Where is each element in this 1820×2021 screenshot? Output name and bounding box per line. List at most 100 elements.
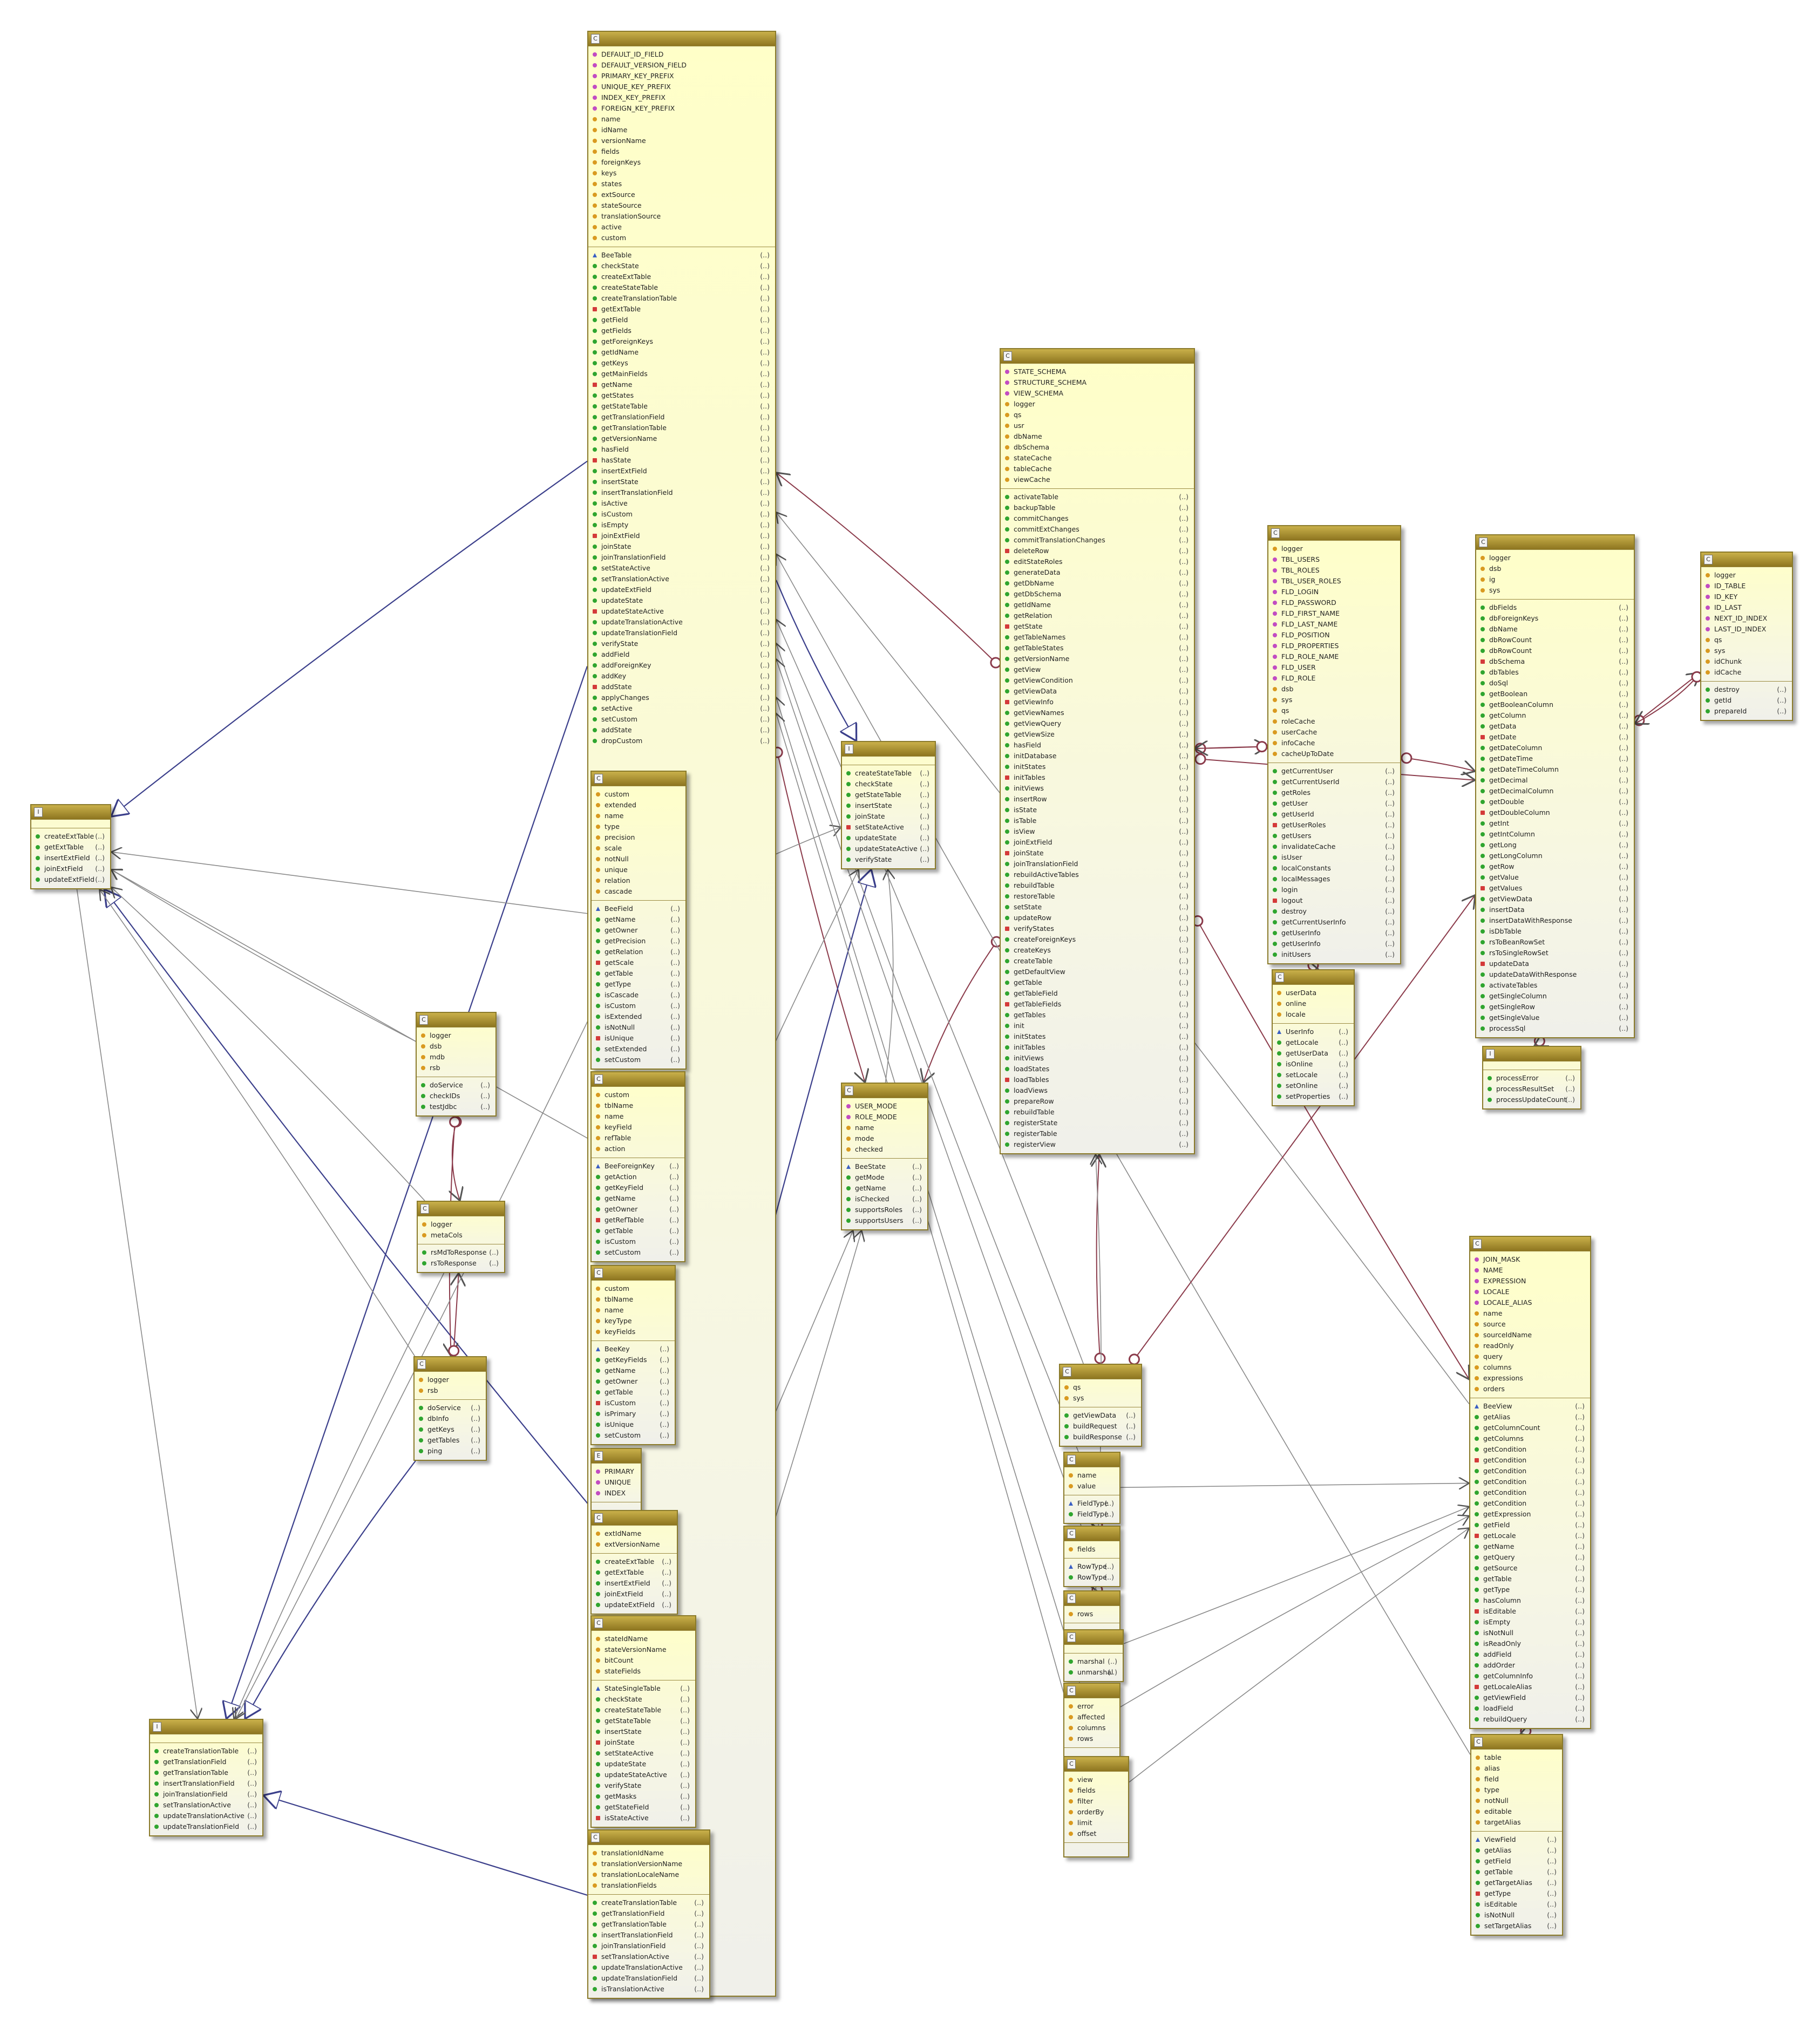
class-box-metadatabean[interactable]: loggerrsbdoService(..)dbInfo(..)getKeys(… bbox=[413, 1356, 487, 1461]
method-row[interactable]: createTranslationTable(..) bbox=[588, 1897, 709, 1908]
method-row[interactable]: getTable(..) bbox=[592, 1387, 675, 1398]
method-row[interactable]: rebuildActiveTables(..) bbox=[1001, 869, 1194, 880]
method-row[interactable]: insertState(..) bbox=[588, 477, 775, 487]
method-row[interactable]: getViewQuery(..) bbox=[1001, 718, 1194, 729]
method-row[interactable]: checkState(..) bbox=[842, 779, 935, 790]
method-row[interactable]: getField(..) bbox=[1471, 1856, 1562, 1867]
method-row[interactable]: insertExtField(..) bbox=[588, 466, 775, 477]
method-row[interactable]: processResultSet(..) bbox=[1483, 1084, 1580, 1094]
method-row[interactable]: applyChanges(..) bbox=[588, 692, 775, 703]
method-row[interactable]: getTable(..) bbox=[592, 1226, 684, 1236]
method-row[interactable]: getId(..) bbox=[1701, 695, 1792, 706]
method-row[interactable]: setProperties(..) bbox=[1273, 1091, 1354, 1102]
method-row[interactable]: isCascade(..) bbox=[592, 990, 685, 1001]
method-row[interactable]: getCurrentUserId(..) bbox=[1268, 777, 1400, 787]
method-row[interactable]: login(..) bbox=[1268, 884, 1400, 895]
class-box-sqlhandler[interactable]: processError(..)processResultSet(..)proc… bbox=[1482, 1046, 1581, 1110]
method-row[interactable]: isCustom(..) bbox=[588, 509, 775, 520]
method-row[interactable]: dbName(..) bbox=[1476, 624, 1634, 635]
method-row[interactable]: isUnique(..) bbox=[592, 1033, 685, 1044]
method-row[interactable]: insertState(..) bbox=[592, 1726, 695, 1737]
method-row[interactable]: getKeyFields(..) bbox=[592, 1355, 675, 1365]
class-box-statesingletable[interactable]: stateIdNamestateVersionNamebitCountstate… bbox=[590, 1615, 696, 1828]
method-row[interactable]: getName(..) bbox=[592, 914, 685, 925]
method-row[interactable]: createStateTable(..) bbox=[588, 282, 775, 293]
method-row[interactable]: updateStateActive(..) bbox=[842, 843, 935, 854]
method-row[interactable]: getOwner(..) bbox=[592, 925, 685, 936]
method-row[interactable]: checkState(..) bbox=[588, 261, 775, 271]
method-row[interactable]: updateState(..) bbox=[588, 595, 775, 606]
method-row[interactable]: getPrecision(..) bbox=[592, 936, 685, 947]
method-row[interactable]: getTranslationTable(..) bbox=[150, 1767, 262, 1778]
method-row[interactable]: getCondition(..) bbox=[1470, 1455, 1590, 1466]
method-row[interactable]: checkState(..) bbox=[592, 1694, 695, 1705]
method-row[interactable]: isEditable(..) bbox=[1470, 1606, 1590, 1617]
method-row[interactable]: createTable(..) bbox=[1001, 956, 1194, 967]
method-row[interactable]: getName(..) bbox=[842, 1183, 927, 1194]
method-row[interactable]: processUpdateCount(..) bbox=[1483, 1094, 1580, 1105]
method-row[interactable]: updateTranslationActive(..) bbox=[150, 1811, 262, 1821]
class-box-beekey[interactable]: customtblNamenamekeyTypekeyFieldsBeeKey(… bbox=[590, 1265, 676, 1445]
method-row[interactable]: getDoubleColumn(..) bbox=[1476, 807, 1634, 818]
method-row[interactable]: dbSchema(..) bbox=[1476, 656, 1634, 667]
method-row[interactable]: getType(..) bbox=[1470, 1584, 1590, 1595]
method-row[interactable]: BeeForeignKey(..) bbox=[592, 1161, 684, 1172]
class-box-hasextfields[interactable]: createExtTable(..)getExtTable(..)insertE… bbox=[30, 804, 111, 889]
method-row[interactable]: setCustom(..) bbox=[592, 1247, 684, 1258]
method-row[interactable]: generateData(..) bbox=[1001, 567, 1194, 578]
method-row[interactable]: getBooleanColumn(..) bbox=[1476, 699, 1634, 710]
method-row[interactable]: isCustom(..) bbox=[592, 1236, 684, 1247]
method-row[interactable]: createExtTable(..) bbox=[31, 831, 110, 842]
method-row[interactable]: addField(..) bbox=[588, 649, 775, 660]
method-row[interactable]: getField(..) bbox=[588, 315, 775, 325]
method-row[interactable]: addField(..) bbox=[1470, 1649, 1590, 1660]
method-row[interactable]: getViewSize(..) bbox=[1001, 729, 1194, 740]
method-row[interactable]: getCurrentUserInfo(..) bbox=[1268, 917, 1400, 928]
method-row[interactable]: getSource(..) bbox=[1470, 1563, 1590, 1574]
method-row[interactable]: verifyStates(..) bbox=[1001, 923, 1194, 934]
method-row[interactable]: getViewNames(..) bbox=[1001, 707, 1194, 718]
class-box-idgeneratorbean[interactable]: loggerID_TABLEID_KEYID_LASTNEXT_ID_INDEX… bbox=[1700, 552, 1793, 721]
method-row[interactable]: loadField(..) bbox=[1470, 1703, 1590, 1714]
method-row[interactable]: getOwner(..) bbox=[592, 1204, 684, 1215]
method-row[interactable]: insertDataWithResponse(..) bbox=[1476, 915, 1634, 926]
method-row[interactable]: getUserId(..) bbox=[1268, 809, 1400, 820]
method-row[interactable]: verifyState(..) bbox=[592, 1780, 695, 1791]
method-row[interactable]: getForeignKeys(..) bbox=[588, 336, 775, 347]
method-row[interactable]: destroy(..) bbox=[1268, 906, 1400, 917]
method-row[interactable]: supportsUsers(..) bbox=[842, 1215, 927, 1226]
method-row[interactable]: getQuery(..) bbox=[1470, 1552, 1590, 1563]
method-row[interactable]: getAlias(..) bbox=[1470, 1412, 1590, 1423]
method-row[interactable]: getTableStates(..) bbox=[1001, 643, 1194, 654]
method-row[interactable]: setTranslationActive(..) bbox=[588, 574, 775, 584]
method-row[interactable]: dbFields(..) bbox=[1476, 602, 1634, 613]
method-row[interactable]: updateTranslationField(..) bbox=[588, 628, 775, 638]
method-row[interactable]: createTranslationTable(..) bbox=[588, 293, 775, 304]
method-row[interactable]: supportsRoles(..) bbox=[842, 1205, 927, 1215]
method-row[interactable]: localMessages(..) bbox=[1268, 874, 1400, 884]
method-row[interactable]: rebuildTable(..) bbox=[1001, 1107, 1194, 1118]
method-row[interactable]: testJdbc(..) bbox=[417, 1101, 495, 1112]
method-row[interactable]: getLocale(..) bbox=[1470, 1530, 1590, 1541]
class-box-systembean[interactable]: STATE_SCHEMASTRUCTURE_SCHEMAVIEW_SCHEMAl… bbox=[1000, 348, 1195, 1154]
method-row[interactable]: dbInfo(..) bbox=[415, 1413, 486, 1424]
method-row[interactable]: addKey(..) bbox=[588, 671, 775, 682]
method-row[interactable]: setCustom(..) bbox=[592, 1054, 685, 1065]
method-row[interactable]: initViews(..) bbox=[1001, 783, 1194, 794]
method-row[interactable]: loadStates(..) bbox=[1001, 1064, 1194, 1074]
method-row[interactable]: FieldType(..) bbox=[1064, 1509, 1119, 1520]
method-row[interactable]: isTable(..) bbox=[1001, 815, 1194, 826]
method-row[interactable]: getDefaultView(..) bbox=[1001, 967, 1194, 977]
method-row[interactable]: getIdName(..) bbox=[1001, 600, 1194, 610]
method-row[interactable]: insertExtField(..) bbox=[31, 853, 110, 863]
method-row[interactable]: getStates(..) bbox=[588, 390, 775, 401]
method-row[interactable]: editStateRoles(..) bbox=[1001, 556, 1194, 567]
method-row[interactable]: setTranslationActive(..) bbox=[150, 1800, 262, 1811]
method-row[interactable]: rsToSingleRowSet(..) bbox=[1476, 948, 1634, 958]
method-row[interactable]: rebuildQuery(..) bbox=[1470, 1714, 1590, 1725]
method-row[interactable]: BeeKey(..) bbox=[592, 1344, 675, 1355]
method-row[interactable]: insertTranslationField(..) bbox=[588, 1930, 709, 1941]
method-row[interactable]: getTableFields(..) bbox=[1001, 999, 1194, 1010]
method-row[interactable]: getName(..) bbox=[592, 1193, 684, 1204]
method-row[interactable]: setCustom(..) bbox=[592, 1430, 675, 1441]
